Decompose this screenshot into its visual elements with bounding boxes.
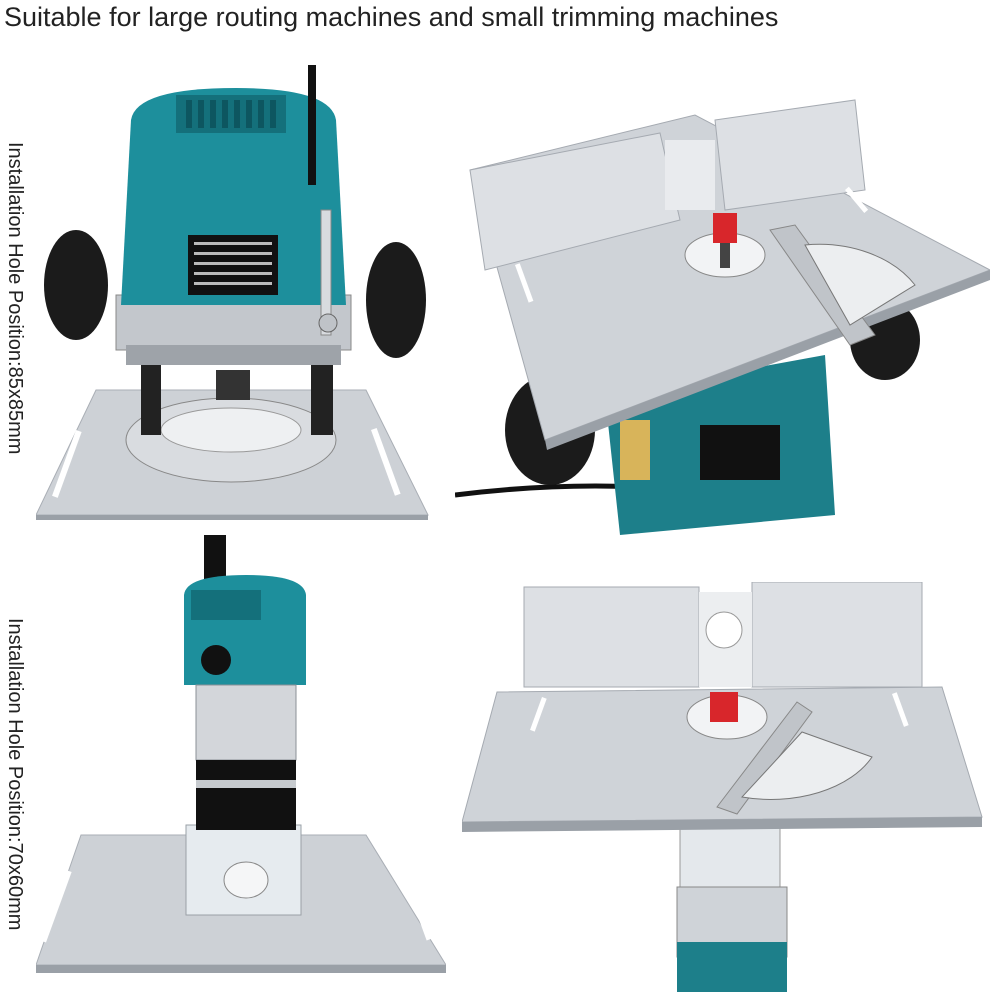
label-small-router: Installation Hole Position:70x60mm	[4, 618, 26, 931]
photo-large-router-table	[455, 95, 990, 535]
photo-small-trimmer-on-plate	[36, 535, 446, 975]
headline: Suitable for large routing machines and …	[4, 2, 779, 32]
photo-small-trimmer-table	[462, 582, 987, 997]
label-large-router: Installation Hole Position:85x85mm	[4, 142, 26, 455]
photo-large-router-on-plate	[36, 60, 431, 520]
